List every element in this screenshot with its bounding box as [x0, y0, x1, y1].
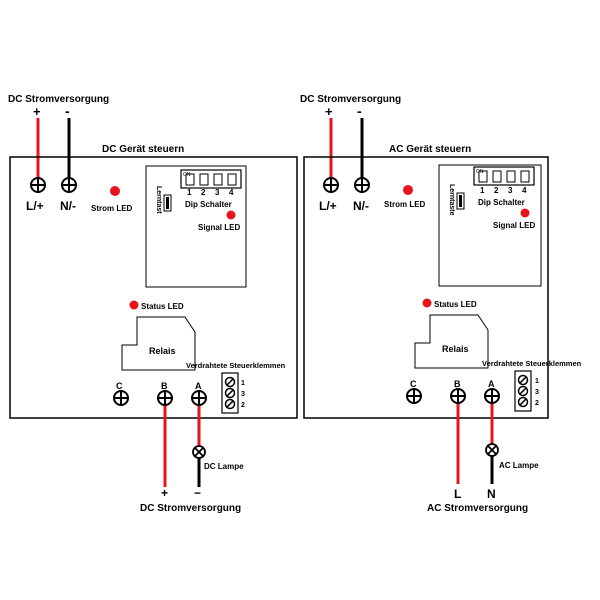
- left-terminal-l-label: L/+: [26, 199, 44, 213]
- left-supply-top-label: DC Stromversorgung: [8, 94, 109, 105]
- left-wired-terminal-screw-1-icon: [224, 376, 236, 388]
- left-dip-number-2: 2: [201, 188, 206, 197]
- left-relay-b-label: B: [161, 381, 168, 391]
- left-dip-number-3: 3: [215, 188, 220, 197]
- right-dip-number-4: 4: [522, 186, 527, 195]
- left-supply-top-minus: -: [65, 103, 70, 119]
- right-wired-terminal-number-1: 1: [535, 378, 539, 385]
- right-supply-top-plus: +: [325, 104, 333, 119]
- right-relay-a-label: A: [488, 379, 495, 389]
- right-bottom-l: L: [454, 487, 461, 501]
- left-lamp-icon: [192, 445, 206, 459]
- left-bottom-minus: −: [194, 486, 201, 500]
- right-relais-label: Relais: [442, 344, 469, 354]
- right-wired-terminal-number-3: 3: [535, 389, 539, 396]
- left-lamp-label: DC Lampe: [204, 462, 244, 471]
- left-dip-switch[interactable]: [180, 169, 242, 189]
- left-dip-number-1: 1: [187, 188, 192, 197]
- right-relay-c-screw-icon[interactable]: [406, 388, 422, 404]
- right-dip-label: Dip Schalter: [478, 198, 525, 207]
- left-wired-terminal-number-2: 2: [241, 402, 245, 409]
- left-signal-led-label: Signal LED: [198, 223, 240, 232]
- left-wired-terminal-screw-2-icon: [224, 398, 236, 410]
- right-relay-b-screw-icon[interactable]: [450, 388, 466, 404]
- right-lamp-icon: [485, 443, 499, 457]
- left-relay-c-screw-icon[interactable]: [113, 390, 129, 406]
- left-strom-led-label: Strom LED: [91, 204, 133, 213]
- right-dip-number-3: 3: [508, 186, 513, 195]
- right-bottom-n: N: [487, 487, 496, 501]
- left-relais-label: Relais: [149, 346, 176, 356]
- left-relais-outline: [121, 316, 196, 371]
- left-status-led-label: Status LED: [141, 302, 184, 311]
- right-board-title: AC Gerät steuern: [389, 144, 471, 155]
- right-dip-number-1: 1: [480, 186, 485, 195]
- right-signal-led-label: Signal LED: [493, 221, 535, 230]
- right-terminal-l-label: L/+: [319, 199, 337, 213]
- left-wired-terminal-screw-3-icon: [224, 387, 236, 399]
- right-status-led-label: Status LED: [434, 300, 477, 309]
- right-wired-terminal-screw-2-icon: [517, 396, 529, 408]
- left-bottom-plus: +: [161, 486, 168, 500]
- right-bottom-supply-label: AC Stromversorgung: [427, 503, 528, 514]
- left-wired-terminal-number-1: 1: [241, 380, 245, 387]
- right-wired-terminal-screw-3-icon: [517, 385, 529, 397]
- left-lerntaste-label: Lerntast: [155, 186, 162, 214]
- right-signal-led-icon: [520, 208, 530, 218]
- right-lamp-label: AC Lampe: [499, 461, 539, 470]
- right-strom-led-icon: [403, 185, 413, 195]
- left-relay-a-screw-icon[interactable]: [191, 390, 207, 406]
- right-strom-led-label: Strom LED: [384, 200, 426, 209]
- left-status-led-icon: [129, 300, 139, 310]
- right-relay-a-screw-icon[interactable]: [484, 388, 500, 404]
- right-supply-top-label: DC Stromversorgung: [300, 94, 401, 105]
- right-relais-outline: [414, 314, 489, 369]
- left-terminal-n-label: N/-: [60, 199, 76, 213]
- right-board: [303, 156, 549, 419]
- left-board-title: DC Gerät steuern: [102, 144, 184, 155]
- right-dip-number-2: 2: [494, 186, 499, 195]
- right-diagram: DC Stromversorgung + - AC Gerät steuern …: [300, 94, 582, 514]
- left-receiver-module: [145, 165, 247, 288]
- right-terminal-n-label: N/-: [353, 199, 369, 213]
- right-receiver-module: [438, 164, 542, 287]
- right-status-led-icon: [422, 298, 432, 308]
- right-dip-switch[interactable]: [473, 166, 535, 186]
- left-strom-led-icon: [110, 186, 120, 196]
- left-diagram: DC Stromversorgung + - DC Gerät steuern …: [8, 94, 298, 514]
- left-relay-b-screw-icon[interactable]: [157, 390, 173, 406]
- left-board: [9, 156, 298, 419]
- left-signal-led-icon: [226, 210, 236, 220]
- left-supply-top-plus: +: [33, 104, 41, 119]
- right-wired-terminals-label: Verdrahtete Steuerklemmen: [482, 359, 582, 368]
- left-dip-label: Dip Schalter: [185, 200, 232, 209]
- right-wired-terminal-number-2: 2: [535, 400, 539, 407]
- left-wired-terminals-label: Verdrahtete Steuerklemmen: [186, 361, 286, 370]
- right-terminal-l-screw-icon[interactable]: [323, 177, 339, 193]
- left-relay-a-label: A: [195, 381, 202, 391]
- left-terminal-n-screw-icon[interactable]: [61, 177, 77, 193]
- right-terminal-n-screw-icon[interactable]: [354, 177, 370, 193]
- right-supply-top-minus: -: [357, 103, 362, 119]
- left-dip-number-4: 4: [229, 188, 234, 197]
- right-dip-on-label: ON: [476, 169, 484, 175]
- left-wired-terminal-number-3: 3: [241, 391, 245, 398]
- left-relay-c-label: C: [116, 381, 123, 391]
- right-lerntaste-label: Lerntaste: [448, 184, 455, 216]
- left-bottom-supply-label: DC Stromversorgung: [140, 503, 241, 514]
- right-relay-b-label: B: [454, 379, 461, 389]
- right-wired-terminal-screw-1-icon: [517, 374, 529, 386]
- left-dip-on-label: ON: [183, 172, 191, 178]
- right-relay-c-label: C: [410, 379, 417, 389]
- left-terminal-l-screw-icon[interactable]: [30, 177, 46, 193]
